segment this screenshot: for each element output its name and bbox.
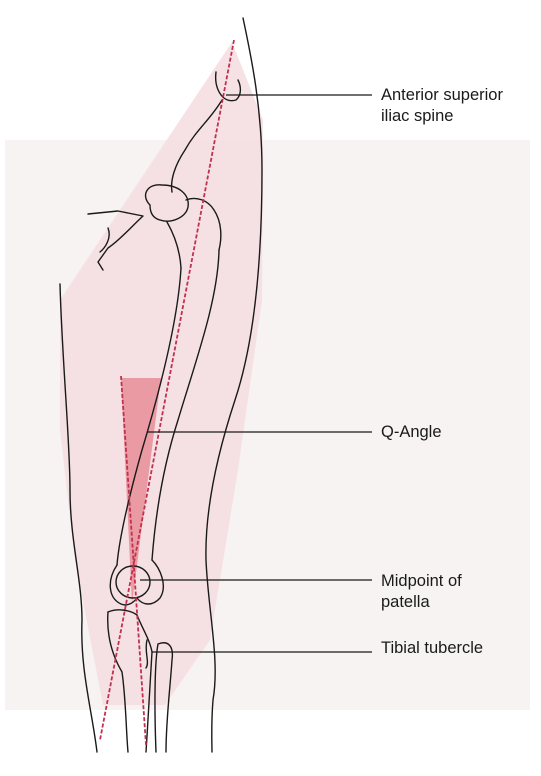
label-tibial-text: Tibial tubercle — [381, 638, 483, 659]
label-tibial: Tibial tubercle — [381, 638, 483, 659]
label-q-angle: Q-Angle — [381, 422, 442, 443]
label-asis-line2: iliac spine — [381, 106, 503, 127]
label-midpoint-line2: patella — [381, 592, 462, 613]
label-midpoint-line1: Midpoint of — [381, 571, 462, 592]
label-midpoint: Midpoint of patella — [381, 571, 462, 613]
label-asis: Anterior superior iliac spine — [381, 85, 503, 127]
label-asis-line1: Anterior superior — [381, 85, 503, 106]
label-q-angle-text: Q-Angle — [381, 422, 442, 443]
